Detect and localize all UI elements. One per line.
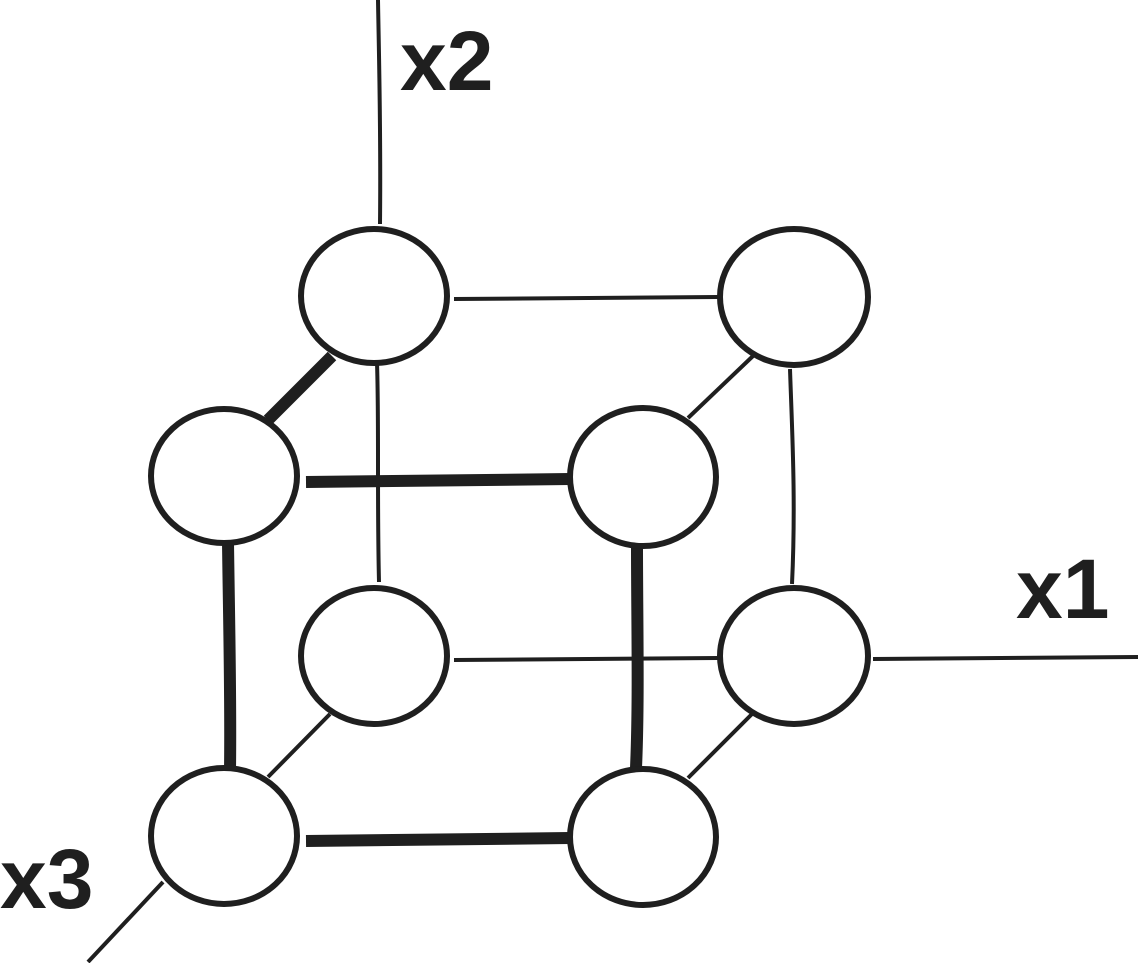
node-back-bottom-right [717, 585, 871, 727]
x3-axis-label: x3 [0, 832, 93, 926]
edge-back-bottom [453, 656, 719, 662]
edge-back-left-vertical [375, 362, 381, 583]
edge-front-left-vertical [222, 541, 237, 771]
edge-depth-top-right [686, 354, 755, 420]
edge-depth-bottom-left [266, 712, 332, 779]
node-back-top-left [298, 226, 450, 366]
edge-back-top [453, 295, 719, 301]
edge-front-top [305, 473, 571, 488]
node-front-bottom-left [148, 765, 300, 907]
node-front-top-left [148, 406, 300, 546]
edge-depth-top-left [263, 351, 337, 425]
node-front-bottom-right [567, 766, 719, 908]
x1-axis-label: x1 [1016, 542, 1109, 636]
edge-back-right-vertical [788, 368, 796, 585]
node-back-bottom-left [298, 585, 450, 727]
node-back-top-right [717, 226, 871, 368]
edge-depth-bottom-right [686, 712, 754, 780]
edge-front-right-vertical [630, 545, 644, 769]
x3-axis-line [86, 880, 165, 963]
x2-axis-label: x2 [400, 14, 493, 108]
x1-axis-line [872, 655, 1138, 661]
x2-axis-line [376, 0, 383, 225]
node-front-top-right [567, 405, 719, 549]
edge-front-bottom [305, 832, 571, 847]
